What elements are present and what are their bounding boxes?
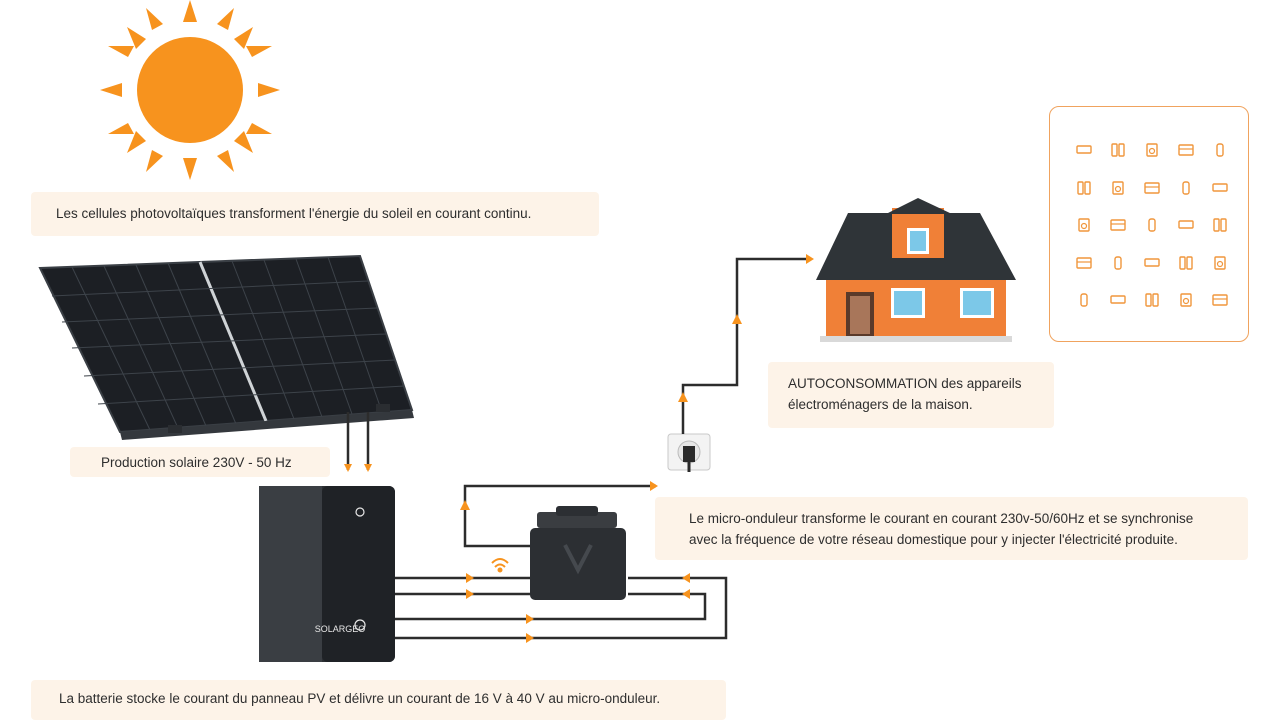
- caption-autoconsommation: AUTOCONSOMMATION des appareils électromé…: [768, 362, 1054, 428]
- caption-photovoltaic-cells: Les cellules photovoltaïques transformen…: [31, 192, 599, 236]
- cooktop-icon: [1212, 181, 1228, 195]
- caption-battery-text: La batterie stocke le courant du panneau…: [59, 691, 661, 706]
- caption-solar-production: Production solaire 230V - 50 Hz: [70, 447, 330, 477]
- curtain-icon: [1076, 293, 1092, 307]
- fan-icon: [1178, 180, 1194, 195]
- stove-icon: [1212, 293, 1228, 307]
- caption-battery: La batterie stocke le courant du panneau…: [31, 680, 726, 720]
- house: [816, 198, 1016, 342]
- oven-icon: [1178, 143, 1194, 157]
- solar-panel: [38, 254, 414, 440]
- toaster-icon: [1110, 180, 1126, 195]
- dishwasher-icon: [1144, 218, 1160, 232]
- appliance-icons-panel: [1049, 106, 1249, 342]
- air-conditioner-icon: [1076, 143, 1092, 157]
- wifi-icon: [491, 558, 509, 573]
- refrigerator-icon: [1178, 218, 1194, 232]
- wall-outlet-icon: [667, 433, 711, 472]
- sun-icon: [100, 0, 280, 180]
- battery-brand: SOLARGEO: [315, 624, 366, 634]
- dryer-icon: [1110, 293, 1126, 307]
- microwave-icon: [1144, 181, 1160, 195]
- tv-icon: [1212, 218, 1228, 232]
- caption-production-text: Production solaire 230V - 50 Hz: [101, 455, 292, 470]
- cabinet-icon: [1144, 293, 1160, 307]
- lamp-icon: [1110, 218, 1126, 232]
- cooker-icon: [1076, 218, 1092, 232]
- kettle-icon: [1178, 255, 1194, 270]
- caption-micro-line2: avec la fréquence de votre réseau domest…: [689, 532, 1178, 547]
- caption-auto-line2: électroménagers de la maison.: [788, 397, 973, 412]
- iron-icon: [1110, 255, 1126, 270]
- router-icon: [1076, 180, 1092, 195]
- battery: SOLARGEO: [259, 486, 395, 662]
- caption-micro-inverter: Le micro-onduleur transforme le courant …: [655, 497, 1248, 560]
- caption-auto-line1: AUTOCONSOMMATION des appareils: [788, 376, 1022, 391]
- heater-icon: [1144, 256, 1160, 270]
- micro-inverter: [530, 506, 626, 600]
- washing-machine-icon: [1144, 143, 1160, 157]
- remote-icon: [1212, 143, 1228, 157]
- mixer-icon: [1076, 256, 1092, 270]
- caption-micro-line1: Le micro-onduleur transforme le courant …: [689, 511, 1194, 526]
- caption-cells-text: Les cellules photovoltaïques transformen…: [56, 206, 532, 221]
- bulb-icon: [1178, 293, 1194, 307]
- blender-icon: [1212, 255, 1228, 270]
- fridge-icon: [1110, 143, 1126, 157]
